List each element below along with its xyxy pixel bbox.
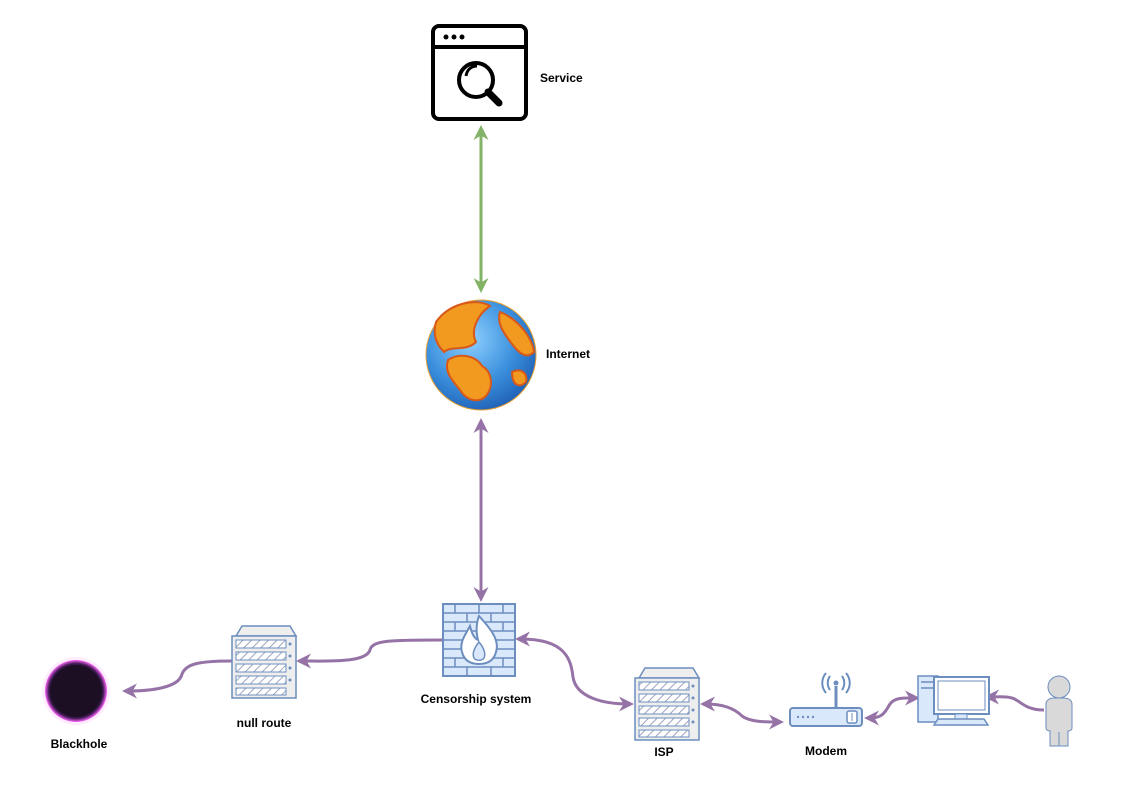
edges [122, 125, 1045, 730]
isp-label: ISP [654, 745, 673, 759]
modem-icon [789, 672, 863, 727]
person-icon [1045, 675, 1073, 747]
firewall-icon [442, 603, 516, 677]
blackhole-icon [42, 657, 110, 725]
computer-icon [917, 675, 990, 726]
globe-icon [425, 299, 537, 411]
blackhole-label: Blackhole [51, 737, 108, 751]
blackhole-node: Blackhole [42, 657, 110, 751]
modem-label: Modem [805, 744, 847, 758]
internet-node: Internet [425, 299, 590, 411]
null-route-label: null route [237, 716, 292, 730]
server-icon [634, 667, 701, 741]
edge-isp-modem [700, 696, 784, 730]
censorship-label: Censorship system [421, 692, 532, 706]
null-route-node: null route [231, 625, 298, 730]
internet-label: Internet [546, 347, 590, 361]
edge-user-computer [984, 689, 1045, 712]
server-icon [231, 625, 298, 699]
computer-node [917, 675, 990, 726]
service-label: Service [540, 71, 583, 85]
browser-search-icon [431, 24, 528, 121]
user-node [1045, 675, 1073, 747]
edge-modem-computer [864, 690, 920, 726]
modem-node: Modem [789, 672, 863, 758]
service-node: Service [431, 24, 583, 121]
edge-censorship-isp [515, 631, 634, 712]
edge-nullroute-blackhole [122, 659, 233, 699]
edge-censorship-nullroute [296, 638, 444, 669]
censorship-node: Censorship system [421, 603, 532, 706]
isp-node: ISP [634, 667, 701, 759]
